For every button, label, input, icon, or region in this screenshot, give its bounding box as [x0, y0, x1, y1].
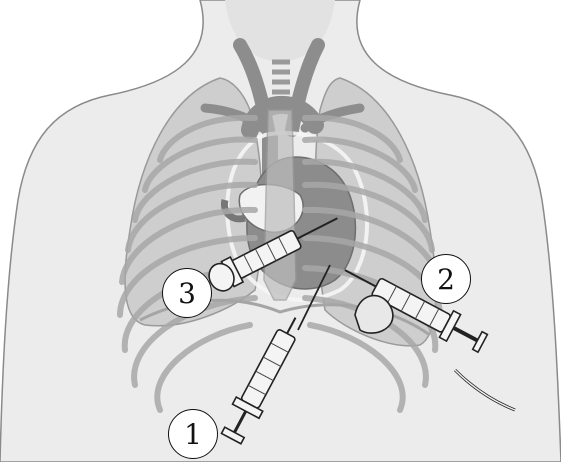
- callout-1: 1: [168, 409, 218, 459]
- callout-2: 2: [421, 254, 471, 304]
- sternum: [264, 110, 296, 300]
- clamp-device: [355, 296, 393, 333]
- callout-3: 3: [162, 268, 212, 318]
